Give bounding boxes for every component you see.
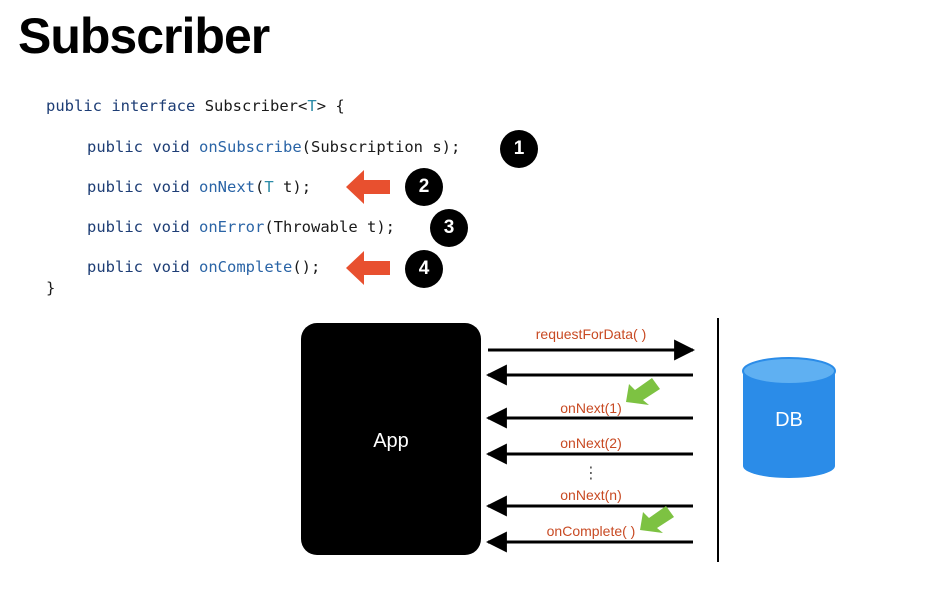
method-params-open: (: [255, 178, 265, 196]
db-cylinder: DB: [742, 357, 836, 478]
method-param-type: T: [264, 178, 274, 196]
keyword-public: public: [46, 97, 102, 115]
app-box: [301, 323, 481, 555]
method-params: (Subscription s);: [301, 138, 461, 156]
method-params: ();: [292, 258, 321, 276]
badge-4: 4: [405, 250, 443, 288]
highlight-arrow-onnext: [346, 170, 390, 204]
message-label-onnext-2: onNext(2): [560, 435, 621, 451]
keyword-void: void: [152, 218, 190, 236]
keyword-public: public: [87, 258, 143, 276]
message-label-onnext-1: onNext(1): [560, 400, 621, 416]
code-line-onnext: public void onNext(T t);: [87, 177, 311, 197]
code-line-onsubscribe: public void onSubscribe(Subscription s);: [87, 137, 460, 157]
method-name: onComplete: [199, 258, 293, 276]
keyword-public: public: [87, 138, 143, 156]
highlight-arrow-oncomplete: [346, 251, 390, 285]
interface-name: Subscriber<: [204, 97, 308, 115]
ellipsis: ⋮: [583, 463, 599, 482]
keyword-interface: interface: [111, 97, 196, 115]
code-closing-brace: }: [46, 279, 56, 297]
badge-1: 1: [500, 130, 538, 168]
keyword-void: void: [152, 138, 190, 156]
code-line-onerror: public void onError(Throwable t);: [87, 217, 395, 237]
green-arrow-oncomplete: [640, 506, 674, 533]
interface-open: > {: [316, 97, 345, 115]
keyword-void: void: [152, 178, 190, 196]
method-name: onSubscribe: [199, 138, 302, 156]
message-label-onnext-n: onNext(n): [560, 487, 621, 503]
keyword-public: public: [87, 178, 143, 196]
badge-2: 2: [405, 168, 443, 206]
method-name: onNext: [199, 178, 256, 196]
code-line-interface: public interface Subscriber<T> {: [46, 96, 345, 116]
keyword-void: void: [152, 258, 190, 276]
badge-3: 3: [430, 209, 468, 247]
code-line-oncomplete: public void onComplete();: [87, 257, 320, 277]
green-arrow-onnext-1: [626, 378, 660, 405]
type-param: T: [307, 97, 317, 115]
method-params: (Throwable t);: [264, 218, 395, 236]
message-label-oncomplete: onComplete( ): [547, 523, 636, 539]
app-label: App: [373, 430, 409, 452]
slide-title: Subscriber: [18, 8, 270, 64]
message-label-requestfordata: requestForData( ): [536, 326, 646, 342]
db-label: DB: [775, 409, 803, 431]
method-params-close: t);: [273, 178, 312, 196]
method-name: onError: [199, 218, 265, 236]
keyword-public: public: [87, 218, 143, 236]
